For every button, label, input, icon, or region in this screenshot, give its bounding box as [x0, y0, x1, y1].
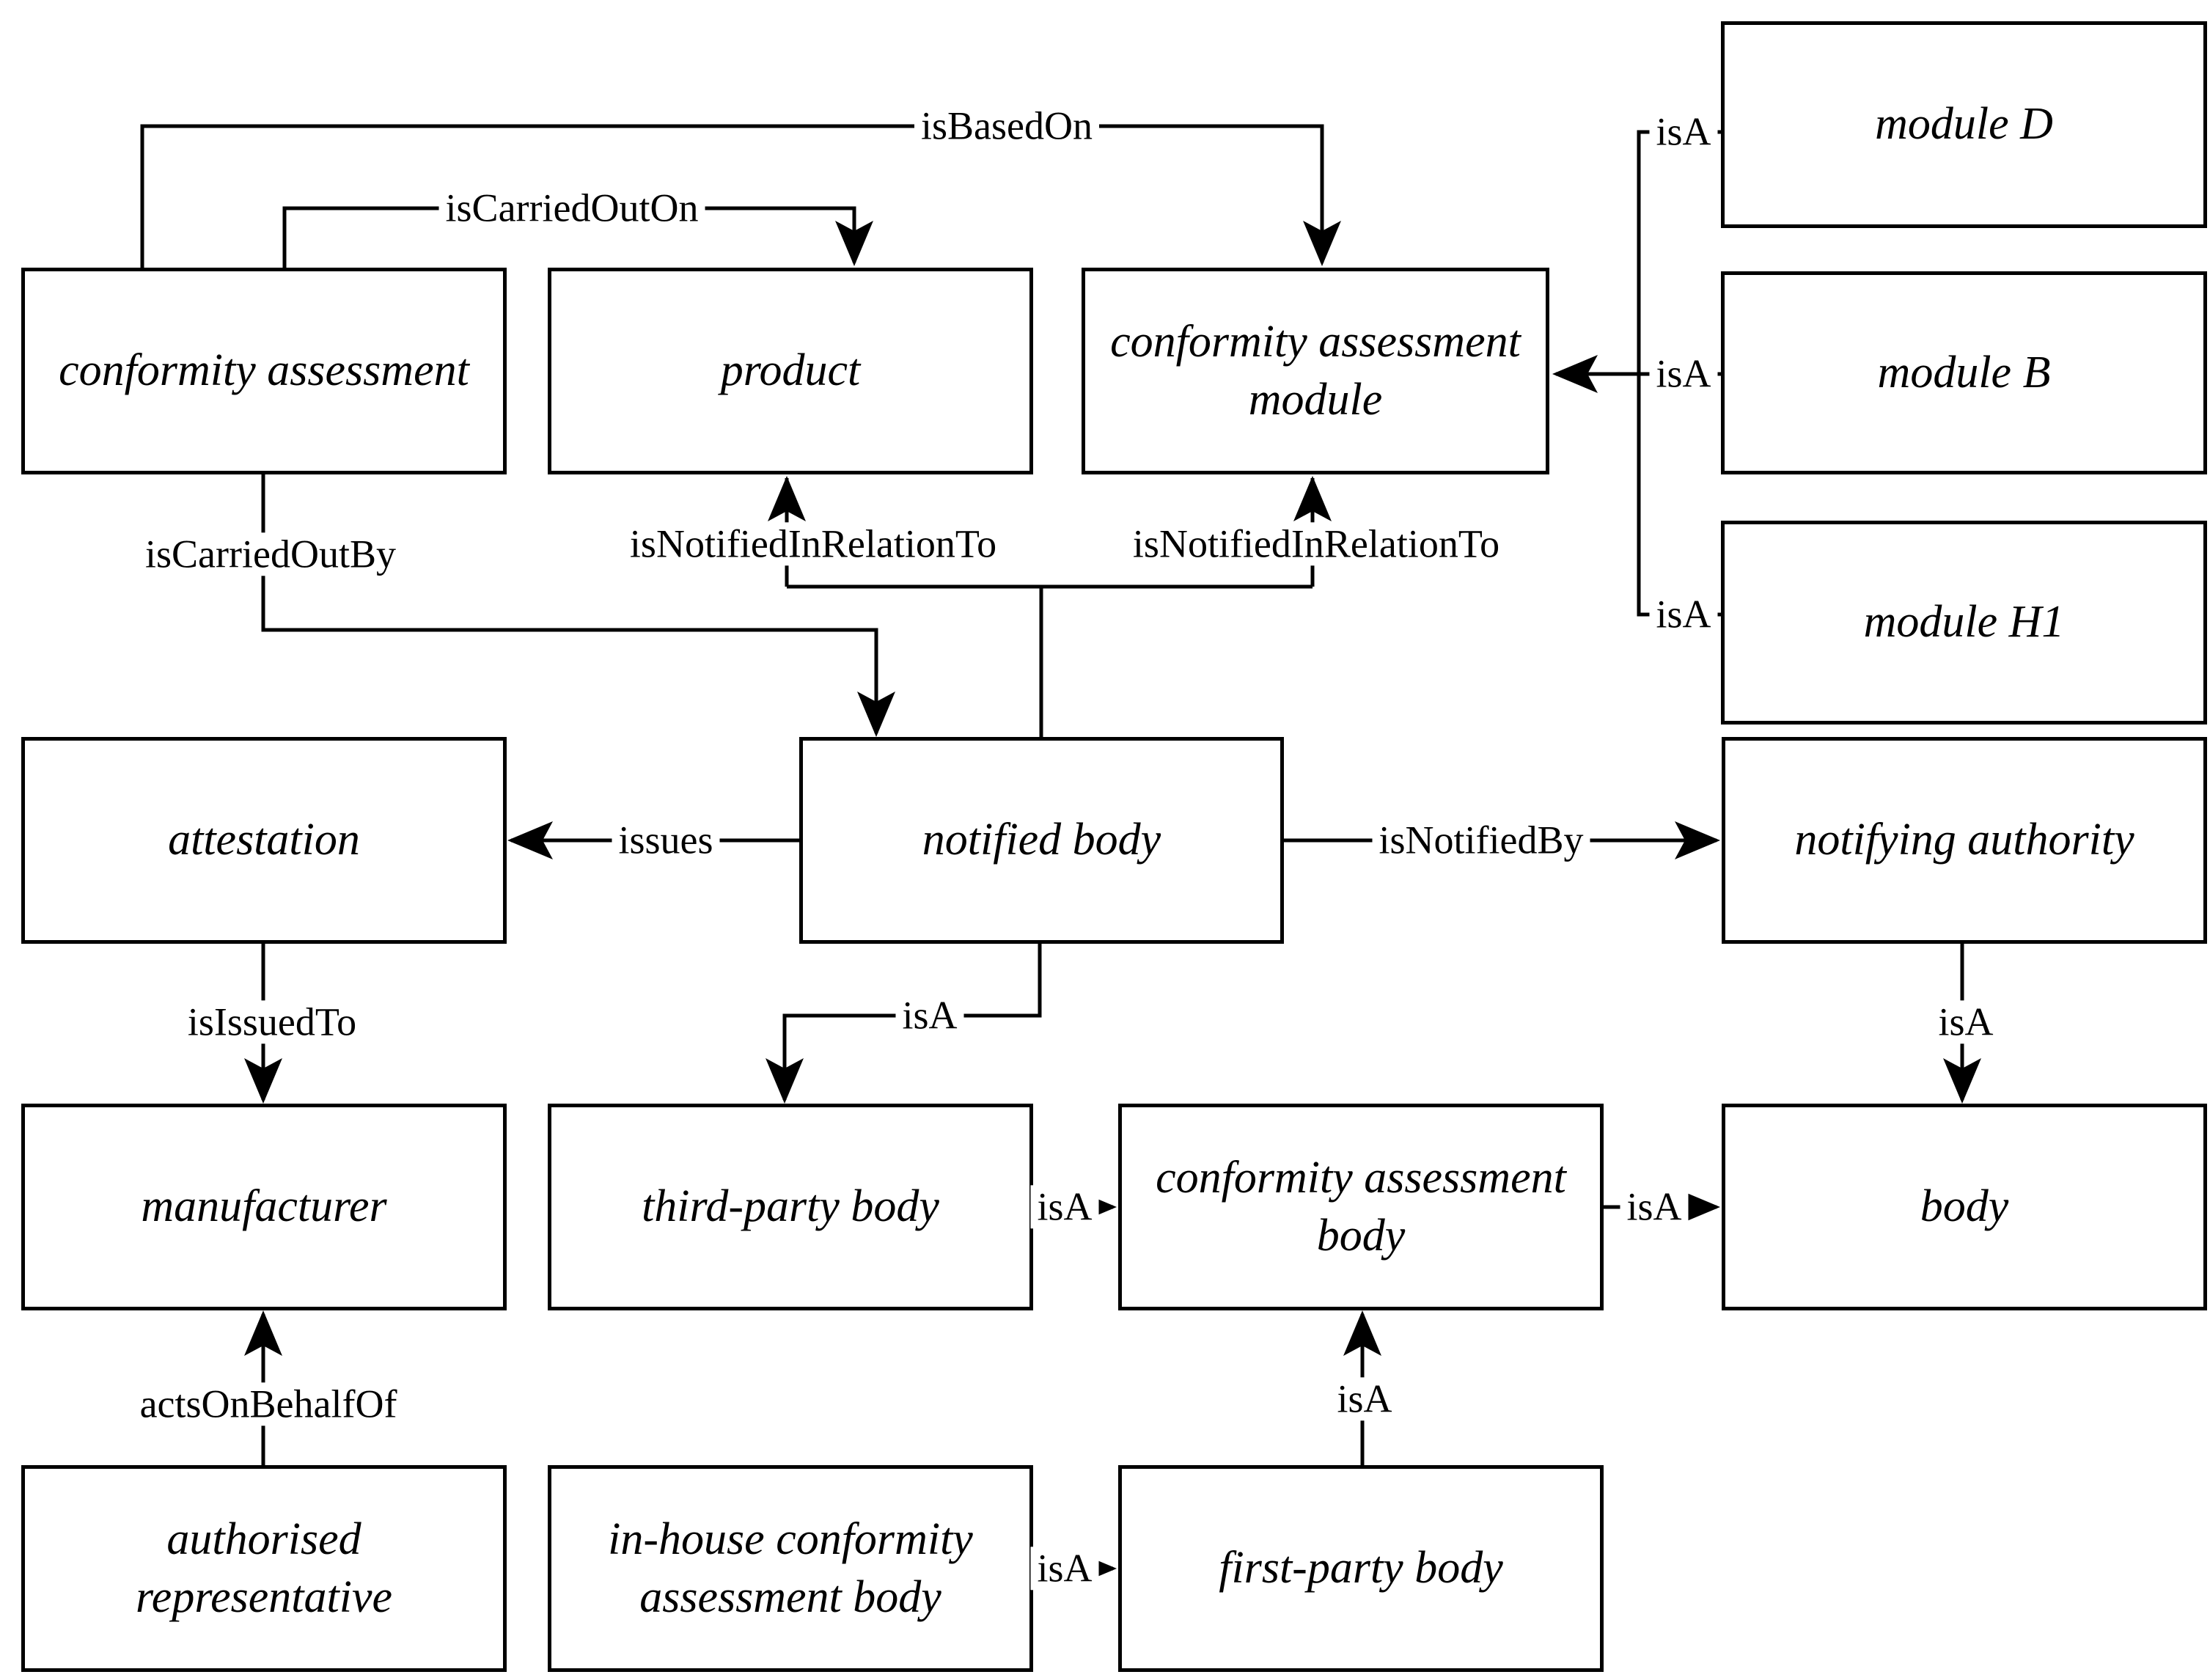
arrowhead-up-icon [768, 476, 806, 521]
node-label: authorised representative [135, 1514, 393, 1622]
node-label: conformity assessment body [1156, 1152, 1566, 1261]
edge-label-isIssuedTo: isIssuedTo [180, 999, 364, 1044]
arrowhead-left-icon [1552, 355, 1598, 393]
edge-label-isBasedOn: isBasedOn [914, 103, 1099, 148]
node-label: body [1920, 1181, 2009, 1232]
node-label: module D [1875, 99, 2053, 150]
node-first-party-body: first-party body [1118, 1465, 1604, 1672]
edge-line [261, 474, 878, 733]
edge-label-isA-in-house: isA [1030, 1546, 1099, 1591]
node-label: third-party body [642, 1181, 939, 1232]
node-label: product [720, 345, 861, 396]
arrowhead-right-icon [1675, 821, 1720, 859]
edge-label-isA-module-h1: isA [1649, 592, 1718, 637]
node-attestation: attestation [21, 737, 507, 944]
node-body: body [1722, 1104, 2207, 1310]
edge-label-issues: issues [612, 818, 720, 862]
edge-label-isA-first-party-body: isA [1330, 1376, 1399, 1421]
node-notifying-authority: notifying authority [1722, 737, 2207, 944]
edge-label-isA-module-d: isA [1649, 109, 1718, 154]
node-third-party-body: third-party body [548, 1104, 1033, 1310]
node-label: in-house conformity assessment body [608, 1514, 973, 1622]
edge-label-isA-notifying-authority: isA [1931, 999, 2000, 1044]
edge-label-actsOnBehalfOf: actsOnBehalfOf [133, 1382, 404, 1426]
node-label: module H1 [1863, 597, 2065, 648]
edge-label-isNotifiedBy: isNotifiedBy [1372, 818, 1590, 862]
arrowhead-down-icon [244, 1058, 282, 1104]
node-module-h1: module H1 [1721, 521, 2207, 725]
edge-label-isA-notified-body: isA [895, 993, 964, 1038]
node-label: conformity assessment [59, 345, 469, 396]
arrowhead-up-icon [1293, 476, 1332, 521]
arrowhead-up-icon [244, 1310, 282, 1356]
edge-isNotifiedInRelationTo-junction [787, 584, 1313, 737]
node-in-house-conformity-assessment-body: in-house conformity assessment body [548, 1465, 1033, 1672]
node-label: conformity assessment module [1110, 316, 1521, 425]
node-module-d: module D [1721, 21, 2207, 228]
arrowhead-left-icon [507, 821, 553, 859]
arrowhead-up-icon [1343, 1310, 1381, 1356]
arrowhead-down-icon [1303, 221, 1341, 266]
edge-label-isCarriedOutOn: isCarriedOutOn [438, 186, 705, 230]
edge-label-isA-conformity-assessment-body: isA [1620, 1184, 1689, 1229]
edge-label-isNotifiedInRelationTo-product: isNotifiedInRelationTo [623, 521, 1004, 566]
arrowhead-down-icon [857, 692, 895, 737]
node-conformity-assessment-module: conformity assessment module [1082, 268, 1549, 474]
node-label: notifying authority [1794, 815, 2134, 865]
node-conformity-assessment-body: conformity assessment body [1118, 1104, 1604, 1310]
edge-label-isA-module-b: isA [1649, 351, 1718, 396]
arrowhead-down-icon [766, 1058, 804, 1104]
edge-line [140, 124, 1324, 268]
arrowhead-down-icon [1943, 1058, 1981, 1104]
node-label: attestation [168, 815, 360, 865]
node-manufacturer: manufacturer [21, 1104, 507, 1310]
node-label: module B [1877, 347, 2051, 397]
node-notified-body: notified body [799, 737, 1284, 944]
node-product: product [548, 268, 1033, 474]
node-authorised-representative: authorised representative [21, 1465, 507, 1672]
edge-label-isA-third-party-body: isA [1030, 1184, 1099, 1229]
edge-label-isCarriedOutBy: isCarriedOutBy [139, 532, 403, 576]
node-label: manufacturer [141, 1181, 387, 1232]
node-label: notified body [922, 815, 1161, 865]
node-label: first-party body [1219, 1543, 1503, 1593]
arrowhead-down-icon [835, 221, 873, 266]
edge-label-isNotifiedInRelationTo-module: isNotifiedInRelationTo [1126, 521, 1507, 566]
node-conformity-assessment: conformity assessment [21, 268, 507, 474]
node-module-b: module B [1721, 271, 2207, 474]
edge-isBasedOn-line [140, 124, 1341, 268]
